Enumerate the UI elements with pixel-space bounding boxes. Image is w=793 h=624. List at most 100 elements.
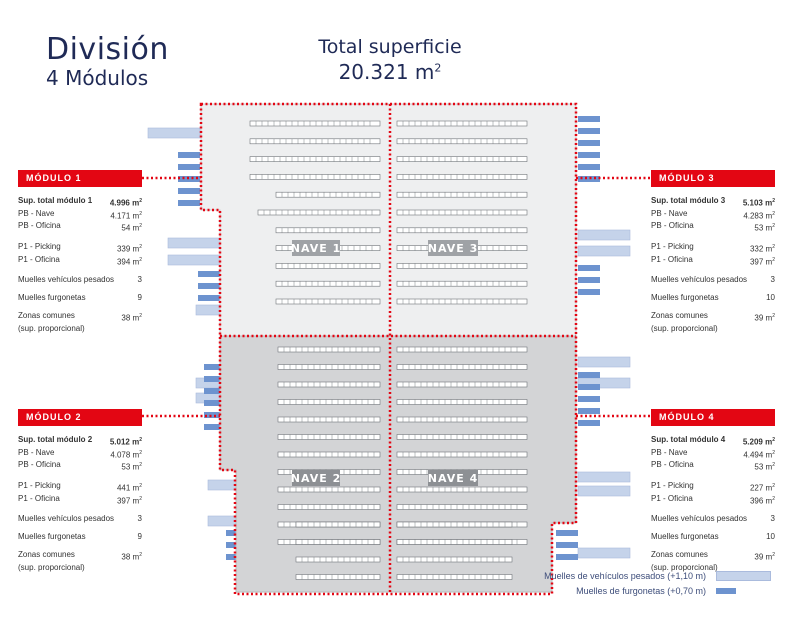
info-value: 397 m2: [749, 256, 775, 267]
legend-van-label: Muelles de furgonetas (+0,70 m): [576, 586, 706, 596]
unit-superscript: 2: [139, 437, 142, 443]
info-value: 38 m2: [121, 552, 142, 562]
info-value: 54 m2: [121, 223, 142, 233]
row-gap: [18, 267, 142, 275]
module-info-row: (sup. proporcional): [18, 324, 142, 334]
van-dock: [578, 420, 600, 426]
van-dock: [578, 372, 600, 378]
info-value: 39 m2: [754, 313, 775, 323]
module-1-header: MÓDULO 1: [18, 170, 142, 187]
heavy-dock: [577, 485, 631, 497]
legend-van-swatch: [716, 588, 736, 594]
info-label: P1 - Oficina: [18, 254, 60, 264]
nave-1-label: NAVE 1: [291, 242, 341, 255]
info-label: PB - Nave: [18, 447, 55, 457]
info-value: 10: [766, 293, 775, 303]
unit-superscript: 2: [772, 198, 775, 204]
info-label: (sup. proporcional): [18, 562, 85, 572]
rack-row: [396, 156, 528, 162]
van-dock: [578, 277, 600, 283]
van-dock: [204, 400, 220, 406]
page-subtitle: 4 Módulos: [46, 66, 149, 90]
module-boundaries: [142, 102, 651, 596]
rack-row: [396, 346, 528, 353]
nave-2-label: NAVE 2: [291, 472, 341, 485]
rack-row: [277, 381, 381, 388]
info-label: P1 - Oficina: [18, 493, 60, 503]
module-info-row: PB - Oficina 53 m2: [651, 460, 775, 473]
rack-row: [396, 280, 528, 287]
van-dock: [578, 128, 600, 134]
rack-row: [275, 280, 381, 287]
rack-row: [275, 191, 381, 198]
module-info-row: Muelles furgonetas 9: [18, 293, 142, 303]
info-value: 5.103 m2: [742, 198, 775, 208]
info-value: 5.209 m2: [742, 437, 775, 447]
unit-superscript: 2: [139, 313, 142, 320]
unit-superscript: 2: [772, 243, 775, 250]
info-value: 397 m2: [116, 495, 142, 506]
info-label: Muelles furgonetas: [651, 532, 719, 542]
info-label: PB - Oficina: [651, 460, 694, 470]
legend-heavy-label: Muelles de vehículos pesados (+1,10 m): [544, 571, 706, 581]
module-info-row: Zonas comunes 38 m2: [18, 550, 142, 563]
legend-van-docks: Muelles de furgonetas (+0,70 m): [576, 586, 771, 596]
van-dock: [556, 554, 578, 560]
info-label: (sup. proporcional): [651, 323, 718, 333]
legend-heavy-swatch: [716, 571, 771, 581]
unit-superscript: 2: [772, 449, 775, 456]
van-dock: [578, 140, 600, 146]
info-label: P1 - Picking: [18, 241, 61, 251]
unit-superscript: 2: [139, 552, 142, 559]
rack-row: [396, 539, 513, 545]
van-dock: [578, 265, 600, 271]
info-value: 53 m2: [754, 462, 775, 472]
rack-row: [275, 227, 381, 234]
info-label: PB - Nave: [18, 208, 55, 218]
van-dock: [578, 116, 600, 122]
legend-heavy-docks: Muelles de vehículos pesados (+1,10 m): [544, 571, 771, 581]
heavy-dock: [147, 127, 201, 139]
info-label: (sup. proporcional): [651, 562, 718, 572]
info-label: Muelles furgonetas: [18, 293, 86, 303]
info-value: 53 m2: [121, 462, 142, 472]
module-info-row: (sup. proporcional): [651, 563, 775, 573]
info-value: 4.494 m2: [743, 449, 775, 460]
van-dock: [204, 412, 220, 418]
info-value: 4.996 m2: [109, 198, 142, 208]
info-label: Muelles vehículos pesados: [651, 275, 748, 285]
row-gap: [651, 234, 775, 242]
unit-superscript: 2: [139, 243, 142, 250]
info-label: P1 - Picking: [18, 480, 61, 490]
info-label: P1 - Picking: [651, 480, 694, 490]
info-value: 9: [137, 293, 142, 303]
rack-row: [396, 416, 528, 423]
module-info-row: PB - Oficina 54 m2: [18, 221, 142, 234]
info-label: Zonas comunes: [18, 550, 75, 560]
rack-row: [396, 556, 513, 563]
lower-building: [219, 335, 577, 593]
info-value: 3: [137, 514, 142, 524]
rack-row: [396, 381, 528, 388]
rack-row: [249, 156, 381, 162]
row-gap: [651, 542, 775, 550]
van-dock: [178, 152, 200, 158]
info-label: PB - Oficina: [18, 221, 61, 231]
rack-row: [396, 138, 528, 145]
rack-row: [249, 120, 381, 127]
van-dock: [204, 376, 220, 382]
